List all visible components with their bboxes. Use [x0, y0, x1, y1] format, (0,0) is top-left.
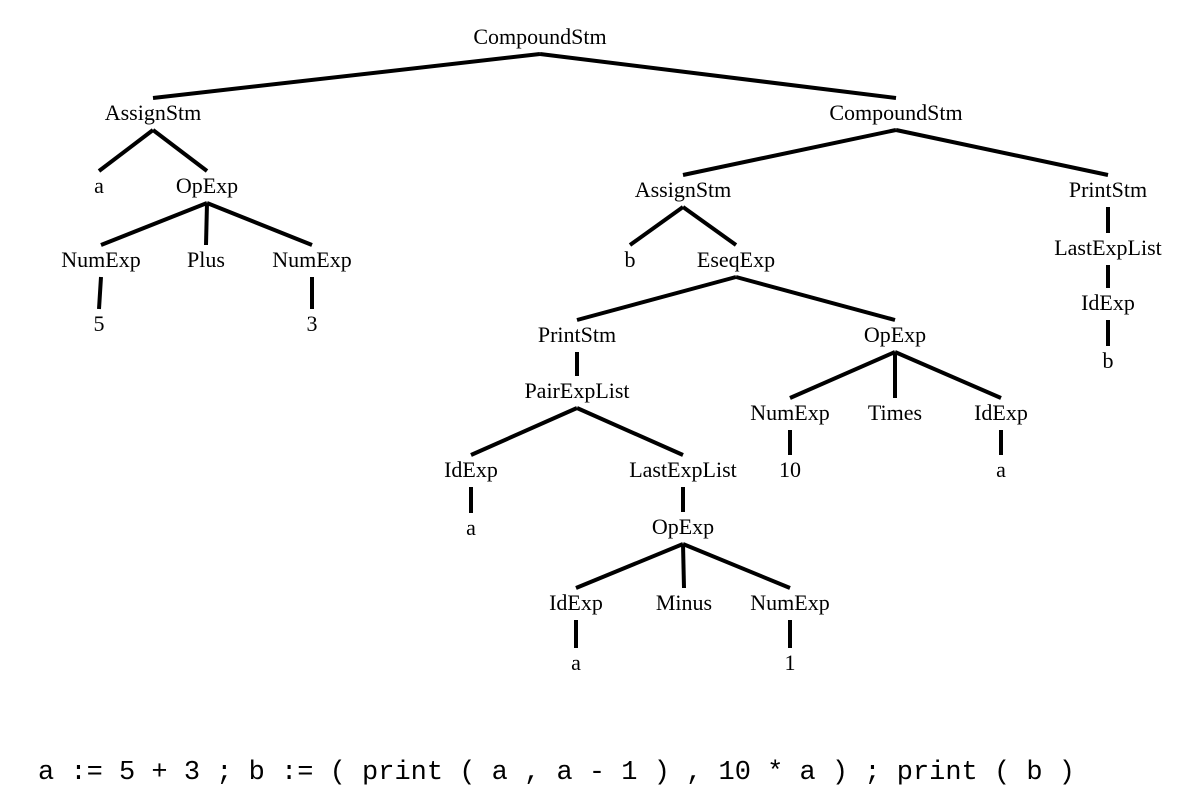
tree-edge-opexp3-idexp2 [575, 542, 684, 590]
tree-node-root: CompoundStm [473, 24, 606, 49]
source-program-line: a := 5 + 3 ; b := ( print ( a , a - 1 ) … [38, 758, 1075, 788]
tree-node-b2: b [1103, 348, 1114, 373]
tree-edge-compound2-printstm2 [895, 128, 1109, 177]
tree-node-printstm1: PrintStm [538, 322, 616, 347]
tree-node-a3: a [571, 650, 581, 675]
tree-node-five: 5 [94, 311, 105, 336]
tree-edge-opexp1-numexp2 [206, 201, 313, 247]
tree-node-lastexplist2: LastExpList [1054, 235, 1162, 260]
tree-node-a4: a [996, 457, 1006, 482]
tree-node-printstm2: PrintStm [1069, 177, 1147, 202]
tree-node-numexp3: NumExp [750, 400, 829, 425]
tree-node-numexp2: NumExp [272, 247, 351, 272]
tree-edge-opexp2-numexp3 [789, 350, 896, 400]
tree-edges [97, 52, 1110, 648]
tree-node-idexp2: IdExp [549, 590, 603, 615]
tree-node-a1: a [94, 173, 104, 198]
tree-node-b1: b [625, 247, 636, 272]
tree-node-idexp4: IdExp [1081, 290, 1135, 315]
tree-edge-root-assign1 [152, 52, 541, 100]
tree-node-opexp2: OpExp [864, 322, 926, 347]
tree-edge-opexp3-minus [681, 543, 686, 589]
tree-node-pairexplist: PairExpList [524, 378, 629, 403]
tree-node-one: 1 [785, 650, 796, 675]
tree-edge-eseqexp-opexp2 [735, 275, 896, 322]
tree-edge-root-compound2 [539, 52, 897, 100]
tree-edge-eseqexp-printstm1 [576, 275, 737, 322]
tree-edge-compound2-assign2 [682, 128, 897, 177]
tree-node-assign2: AssignStm [635, 177, 732, 202]
tree-node-idexp1: IdExp [444, 457, 498, 482]
tree-node-assign1: AssignStm [105, 100, 202, 125]
tree-edge-opexp1-plus [204, 202, 209, 246]
tree-node-opexp1: OpExp [176, 173, 238, 198]
tree-edge-numexp1-five [97, 276, 103, 310]
tree-node-numexp4: NumExp [750, 590, 829, 615]
tree-node-compound2: CompoundStm [829, 100, 962, 125]
tree-edge-opexp3-numexp4 [682, 542, 791, 590]
tree-edge-opexp1-numexp1 [100, 201, 208, 247]
tree-node-lastexplist1: LastExpList [629, 457, 737, 482]
tree-edge-assign1-a1 [97, 128, 155, 173]
tree-edge-pairexplist-idexp1 [470, 406, 578, 457]
tree-node-eseqexp: EseqExp [697, 247, 775, 272]
tree-node-plus: Plus [187, 247, 225, 272]
tree-edge-opexp2-idexp3 [894, 350, 1002, 400]
tree-node-opexp3: OpExp [652, 514, 714, 539]
tree-node-times: Times [868, 400, 922, 425]
tree-edge-pairexplist-lastexplist1 [576, 406, 684, 457]
tree-node-ten: 10 [779, 457, 801, 482]
tree-node-a2: a [466, 515, 476, 540]
tree-node-numexp1: NumExp [61, 247, 140, 272]
tree-node-three: 3 [307, 311, 318, 336]
tree-node-minus: Minus [656, 590, 712, 615]
tree-edge-assign2-b1 [628, 205, 685, 247]
tree-node-idexp3: IdExp [974, 400, 1028, 425]
tree-edge-assign1-opexp1 [151, 128, 209, 173]
tree-edge-assign2-eseqexp [681, 205, 738, 247]
